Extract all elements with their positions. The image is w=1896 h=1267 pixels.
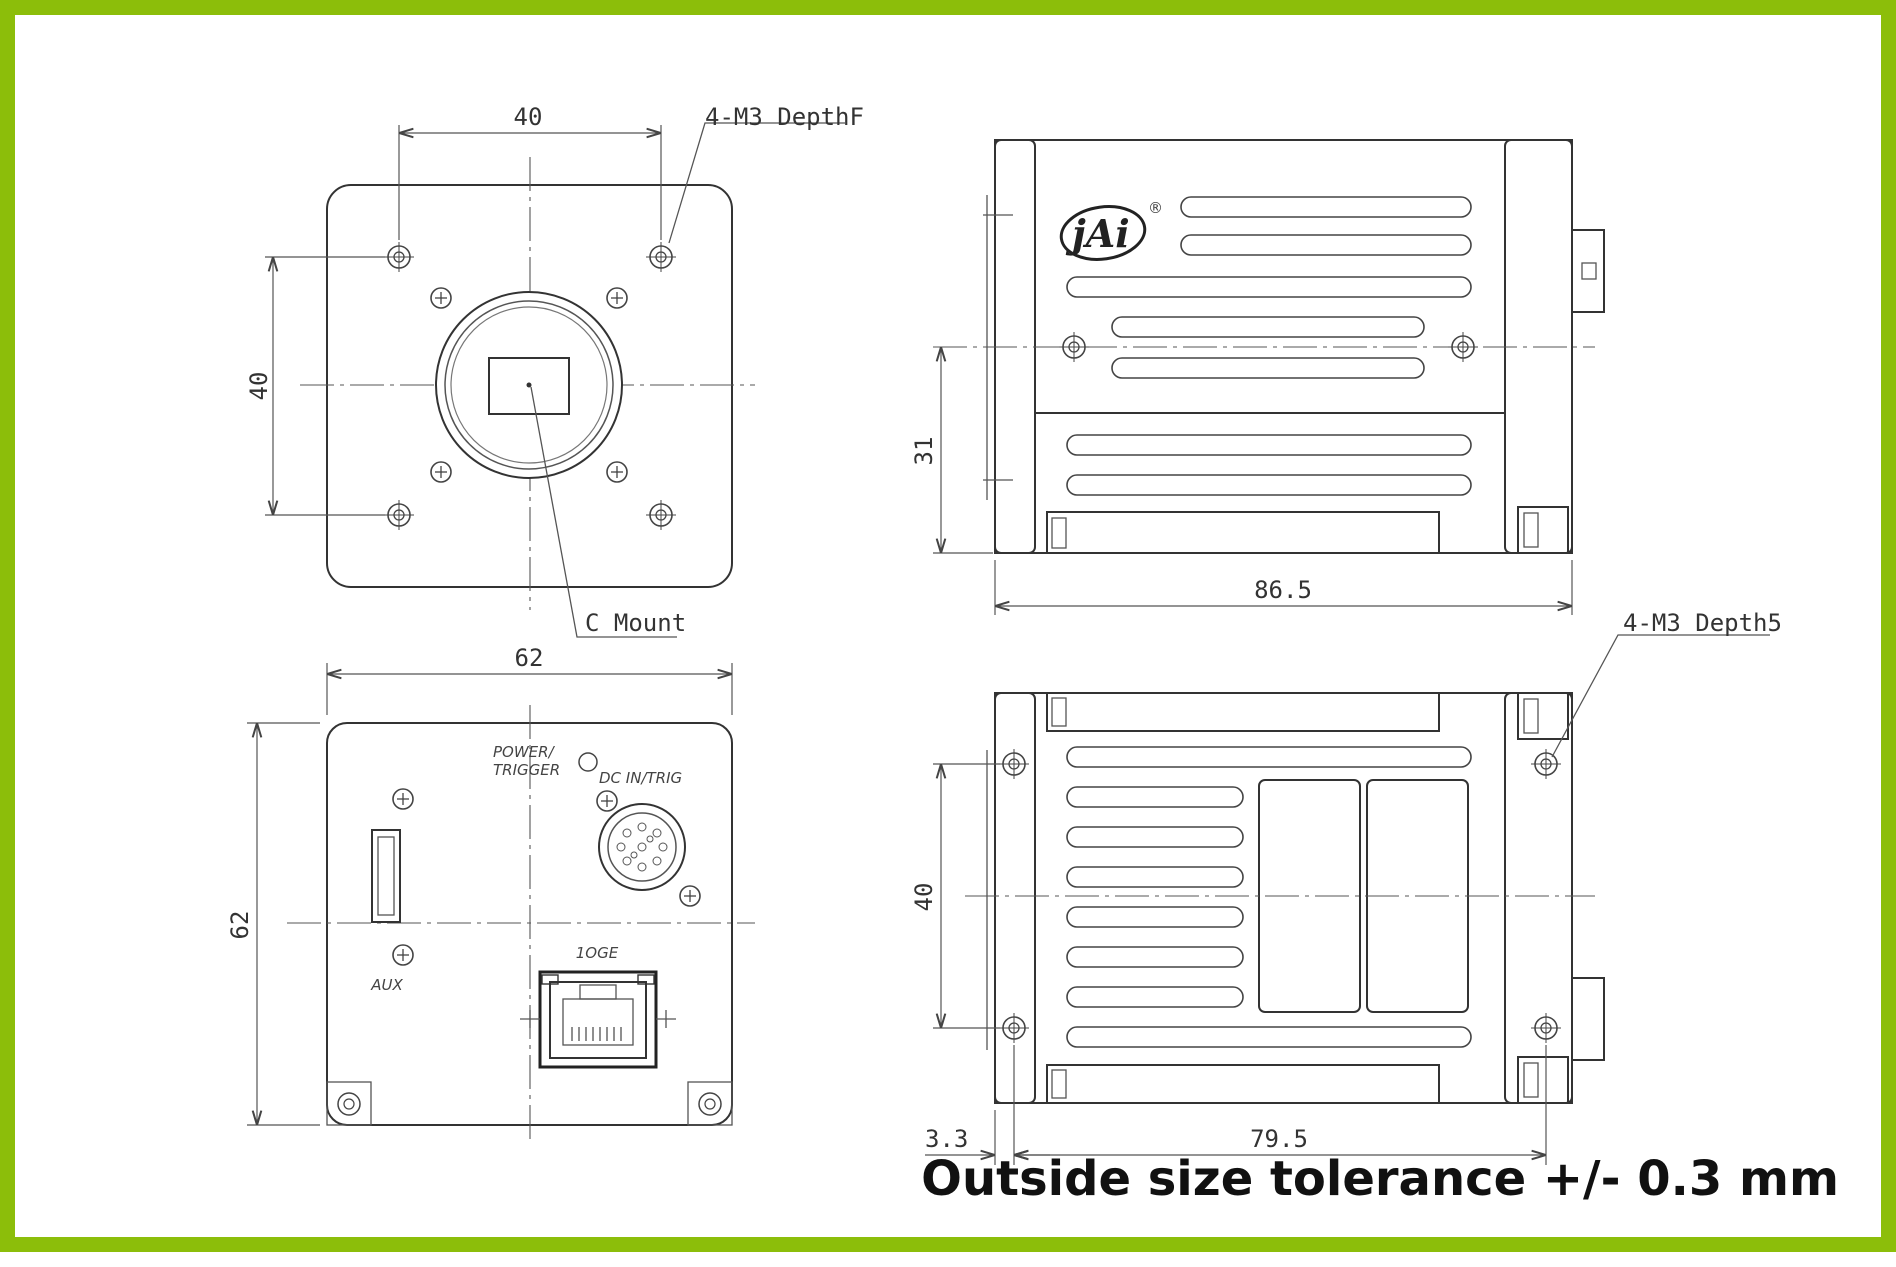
dim-rear-width: 62 bbox=[515, 644, 544, 672]
dim-front-height: 40 bbox=[245, 372, 273, 401]
rear-view: AUX POWER/ TRIGGER DC IN/TRIG 1OGE bbox=[226, 644, 755, 1145]
corner-hole bbox=[687, 1081, 733, 1126]
power-led bbox=[578, 752, 598, 772]
lens-screw bbox=[430, 287, 452, 309]
bottom-screw bbox=[1530, 748, 1562, 780]
dim-bottom-length: 79.5 bbox=[1250, 1125, 1308, 1153]
side-screw bbox=[1447, 331, 1479, 363]
dim-front-width: 40 bbox=[514, 103, 543, 131]
dim-bottom-height: 40 bbox=[910, 883, 938, 912]
dc-in-label: DC IN/TRIG bbox=[599, 769, 682, 787]
dim-side-length: 86.5 bbox=[1254, 576, 1312, 604]
side-connector bbox=[1571, 229, 1605, 313]
bottom-screw bbox=[1530, 1012, 1562, 1044]
mount-screw bbox=[383, 241, 415, 273]
power-label: POWER/ bbox=[493, 743, 556, 761]
corner-hole bbox=[326, 1081, 372, 1126]
side-view-top: jAi ® 31 86.5 bbox=[910, 139, 1605, 615]
front-view: 40 40 4-M3 DepthF C Mount bbox=[245, 103, 864, 638]
lens-screw bbox=[430, 461, 452, 483]
bottom-connector bbox=[1571, 977, 1605, 1061]
aux-label: AUX bbox=[370, 976, 403, 994]
bottom-screw bbox=[998, 748, 1030, 780]
logo-registered-mark: ® bbox=[1148, 199, 1163, 217]
trigger-label: TRIGGER bbox=[493, 761, 560, 779]
mount-screw bbox=[383, 499, 415, 531]
ethernet-label: 1OGE bbox=[576, 944, 619, 962]
mount-screw bbox=[645, 241, 677, 273]
dc-screw bbox=[596, 790, 618, 812]
dc-screw bbox=[679, 885, 701, 907]
lens-screw bbox=[606, 287, 628, 309]
dim-side-height: 31 bbox=[910, 437, 938, 466]
dim-rear-height: 62 bbox=[226, 911, 254, 940]
bottom-rear-flange bbox=[1504, 692, 1573, 1104]
bottom-vent-slots bbox=[1066, 746, 1472, 1048]
aux-screw bbox=[392, 788, 414, 810]
c-mount-note: C Mount bbox=[585, 609, 686, 637]
tolerance-note: Outside size tolerance +/- 0.3 mm bbox=[921, 1151, 1839, 1207]
dim-bottom-offset: 3.3 bbox=[925, 1125, 968, 1153]
mount-screw bbox=[645, 499, 677, 531]
side-screw bbox=[1058, 331, 1090, 363]
aux-screw bbox=[392, 944, 414, 966]
bottom-screw bbox=[998, 1012, 1030, 1044]
jai-logo: jAi bbox=[1065, 211, 1130, 256]
sensor bbox=[488, 357, 570, 415]
ethernet-port bbox=[538, 970, 658, 1069]
vent-slots bbox=[1066, 196, 1472, 496]
bottom-thread-note: 4-M3 Depth5 bbox=[1623, 609, 1782, 637]
bottom-front-flange bbox=[994, 692, 1036, 1104]
side-view-bottom: 4-M3 Depth5 40 3.3 79.5 bbox=[910, 609, 1782, 1165]
aux-connector bbox=[371, 829, 401, 923]
technical-drawing: 40 40 4-M3 DepthF C Mount AUX POWER/ TRI… bbox=[226, 103, 1782, 1165]
lens-screw bbox=[606, 461, 628, 483]
front-thread-note: 4-M3 DepthF bbox=[705, 103, 864, 131]
